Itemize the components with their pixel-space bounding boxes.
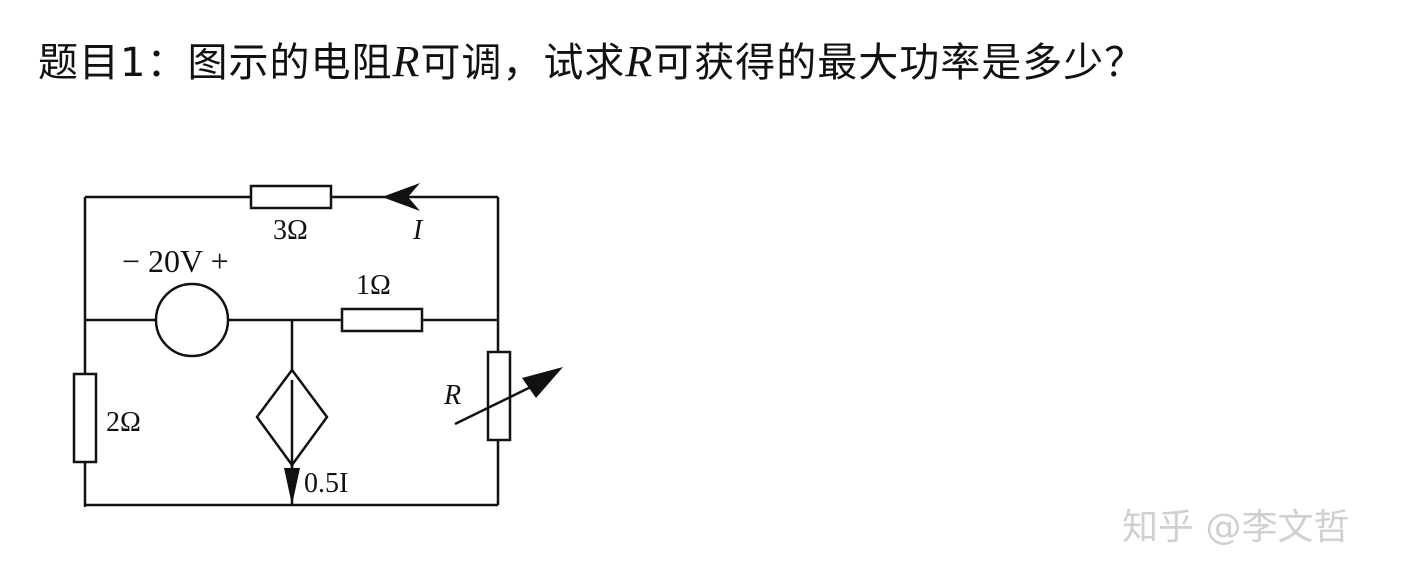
label-current-i: I xyxy=(412,215,424,246)
current-direction-arrow xyxy=(382,183,420,211)
label-variable-r: R xyxy=(443,380,461,411)
question-variable-r: R xyxy=(392,37,421,86)
variable-resistor xyxy=(486,350,512,442)
label-3ohm: 3Ω xyxy=(273,215,308,246)
label-voltage-source: − 20V + xyxy=(122,243,229,279)
label-1ohm: 1Ω xyxy=(356,270,391,301)
question-suffix: 可获得的最大功率是多少？ xyxy=(653,40,1146,86)
resistor-3ohm xyxy=(249,184,333,210)
question-middle: 可调，试求 xyxy=(420,40,626,86)
question-prefix: 题目1：图示的电阻 xyxy=(38,40,393,86)
resistor-2ohm xyxy=(72,372,98,464)
question-variable-r-2: R xyxy=(625,37,654,86)
voltage-source xyxy=(154,282,230,358)
question-title: 题目1：图示的电阻R可调，试求R可获得的最大功率是多少？ xyxy=(38,30,1145,88)
label-dependent-source: 0.5I xyxy=(304,468,348,499)
variable-resistor-arrowhead xyxy=(522,367,563,398)
dependent-source-arrowhead xyxy=(284,468,300,505)
watermark: 知乎 @李文哲 xyxy=(1122,507,1350,548)
resistor-1ohm xyxy=(340,307,424,333)
label-2ohm: 2Ω xyxy=(106,407,141,438)
